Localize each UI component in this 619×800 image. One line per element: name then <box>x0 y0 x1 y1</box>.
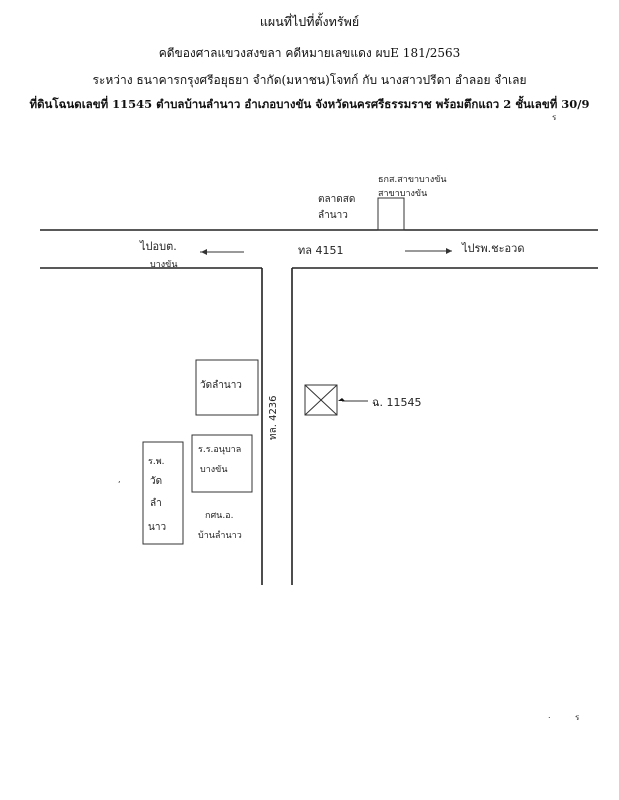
stray-mark-top: ร <box>552 113 557 122</box>
school-sublabel: บางขัน <box>200 465 227 475</box>
temple-block <box>195 359 259 416</box>
hospital-label-1: ร.พ. <box>148 457 165 467</box>
stray-mark-left: , <box>118 475 121 484</box>
parties-line: ระหว่าง ธนาคารกรุงศรีอยุธยา จำกัด(มหาชน)… <box>92 73 527 87</box>
left-direction-sublabel: บางขัน <box>150 260 177 270</box>
market-sublabel: ลำนาว <box>318 210 348 221</box>
bank-label: ธกส.สาขาบางขัน <box>378 175 447 185</box>
right-arrowhead <box>446 248 452 254</box>
left-direction-label: ไปอบต. <box>139 240 177 253</box>
stray-mark-bottom-right: ร <box>575 713 580 722</box>
hospital-label-2: วัด <box>150 476 162 487</box>
school-label: ร.ร.อนุบาล <box>198 445 241 455</box>
right-direction-label: ไปรพ.ชะอวด <box>461 242 524 255</box>
side-road-label: ทล. 4236 <box>268 395 279 440</box>
main-road-label: ทล 4151 <box>298 244 343 257</box>
hospital-label-4: นาว <box>148 522 166 533</box>
health-center-label: กศน.อ. <box>205 511 233 521</box>
bank-building <box>377 197 405 231</box>
hospital-block <box>142 441 184 545</box>
court-case-line: คดีของศาลแขวงสงขลา คดีหมายเลขแดง ผบE 181… <box>158 46 461 60</box>
school-block <box>191 434 253 493</box>
bank-sublabel: สาขาบางขัน <box>378 189 427 199</box>
market-label: ตลาดสด <box>318 194 355 205</box>
parcel-marker <box>304 384 338 416</box>
left-arrowhead <box>201 249 207 255</box>
temple-label: วัดลำนาว <box>200 380 242 391</box>
property-line: ที่ดินโฉนดเลขที่ 11545 ตำบลบ้านลำนาว อำเ… <box>29 97 590 111</box>
parcel-arrowhead <box>338 398 345 401</box>
map-title: แผนที่ไปที่ตั้งทรัพย์ <box>259 14 360 29</box>
stray-mark-bottom: . <box>548 711 551 720</box>
health-center-sublabel: บ้านลำนาว <box>198 530 242 541</box>
parcel-cross-b <box>304 384 338 416</box>
hospital-label-3: ลำ <box>150 498 162 509</box>
parcel-label: ฉ. 11545 <box>372 396 421 409</box>
